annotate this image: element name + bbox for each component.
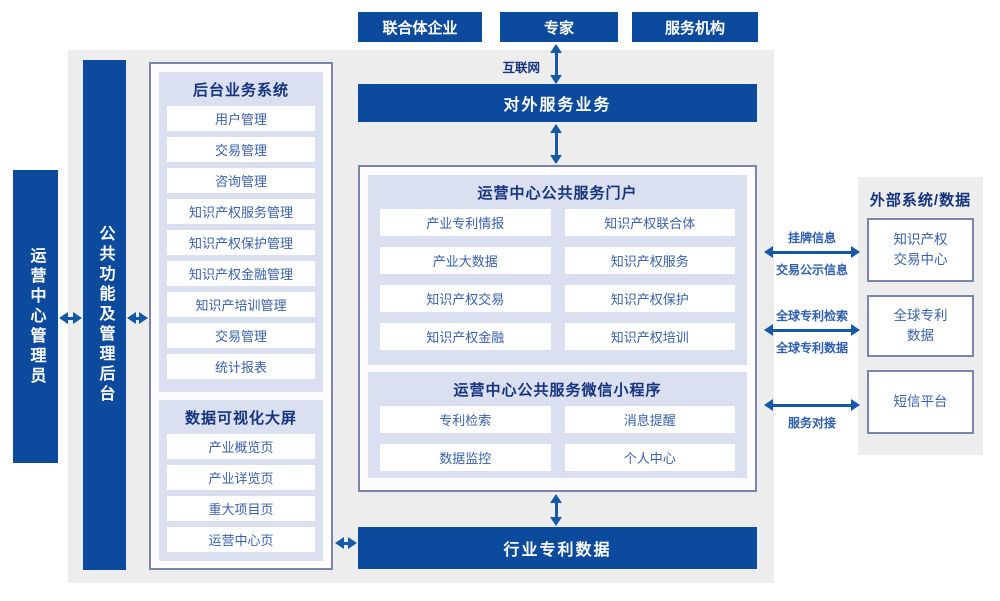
industry-patent-data-bar: 行业专利数据 (358, 527, 757, 569)
portal-item: 知识产权金融 (380, 323, 551, 350)
portal-section: 运营中心公共服务门户 产业专利情报 知识产权联合体 产业大数据 知识产权服务 知… (368, 175, 747, 365)
link-label-service-docking: 服务对接 (787, 416, 836, 430)
dashboard-item: 运营中心页 (167, 527, 315, 552)
admin-bar: 运营中心管理员 (13, 170, 58, 463)
sms-platform-arrow (764, 399, 860, 411)
portal-item: 知识产权交易 (380, 285, 551, 312)
internet-label: 互联网 (502, 61, 540, 75)
miniprogram-item: 消息提醒 (564, 406, 735, 433)
dashboard-item: 产业概览页 (167, 434, 315, 459)
link-label-transaction-publicity: 交易公示信息 (775, 263, 848, 277)
portal-title: 运营中心公共服务门户 (477, 185, 638, 202)
dashboard-section: 数据可视化大屏 产业概览页 产业详览页 重大项目页 运营中心页 (159, 400, 323, 561)
backend-system-section: 后台业务系统 用户管理 交易管理 咨询管理 知识产权服务管理 知识产权保护管理 … (159, 72, 323, 392)
dashboard-list: 产业概览页 产业详览页 重大项目页 运营中心页 (159, 434, 323, 552)
backend-item: 用户管理 (167, 106, 315, 131)
external-box-global-patent-data: 全球专利 数据 (867, 295, 974, 357)
portal-item: 产业专利情报 (380, 209, 551, 236)
actor-box-experts: 专家 (500, 12, 618, 42)
miniprogram-section: 运营中心公共服务微信小程序 专利检索 消息提醒 数据监控 个人中心 (368, 372, 747, 478)
backend-item: 知识产权金融管理 (167, 261, 315, 286)
miniprogram-item: 数据监控 (380, 444, 551, 471)
external-service-bar: 对外服务业务 (358, 84, 757, 122)
backend-item: 交易管理 (167, 323, 315, 348)
dashboard-item: 重大项目页 (167, 496, 315, 521)
link-label-global-patent-data: 全球专利数据 (775, 341, 848, 355)
link-label-global-patent-search: 全球专利检索 (775, 309, 848, 323)
backend-system-title: 后台业务系统 (192, 82, 289, 99)
actor-box-consortium: 联合体企业 (358, 12, 482, 42)
portal-item: 知识产权联合体 (564, 209, 735, 236)
backend-item: 知识产权服务管理 (167, 199, 315, 224)
backend-leftpanel-arrow (127, 312, 148, 324)
miniprogram-title: 运营中心公共服务微信小程序 (453, 382, 662, 399)
portal-item: 知识产权保护 (564, 285, 735, 312)
miniprogram-item: 个人中心 (564, 444, 735, 471)
link-label-listing-info: 挂牌信息 (787, 231, 836, 245)
admin-backend-arrow (59, 312, 82, 324)
internet-arrow (550, 44, 562, 84)
portal-item: 产业大数据 (380, 247, 551, 274)
actor-box-service-orgs: 服务机构 (632, 12, 758, 42)
external-box-ip-trading-center: 知识产权 交易中心 (867, 218, 974, 282)
dashboard-item: 产业详览页 (167, 465, 315, 490)
backend-system-list: 用户管理 交易管理 咨询管理 知识产权服务管理 知识产权保护管理 知识产权金融管… (159, 106, 323, 379)
ip-trading-arrow (764, 246, 860, 258)
dashboard-title: 数据可视化大屏 (184, 410, 297, 427)
external-systems-title: 外部系统/数据 (869, 192, 972, 209)
backend-item: 交易管理 (167, 137, 315, 162)
miniprogram-grid: 专利检索 消息提醒 数据监控 个人中心 (368, 406, 747, 471)
portal-item: 知识产权服务 (564, 247, 735, 274)
portal-industry-arrow (550, 494, 562, 526)
portal-grid: 产业专利情报 知识产权联合体 产业大数据 知识产权服务 知识产权交易 知识产权保… (368, 209, 747, 350)
dashboard-industry-arrow (335, 537, 357, 549)
backend-item: 统计报表 (167, 354, 315, 379)
miniprogram-item: 专利检索 (380, 406, 551, 433)
global-patent-arrow (764, 324, 860, 336)
backend-item: 知识产培训管理 (167, 292, 315, 317)
backend-item: 咨询管理 (167, 168, 315, 193)
backend-item: 知识产权保护管理 (167, 230, 315, 255)
portal-item: 知识产权培训 (564, 323, 735, 350)
service-portal-arrow (550, 124, 562, 164)
backend-functions-bar: 公共功能及管理后台 (83, 60, 126, 570)
external-box-sms-platform: 短信平台 (867, 370, 974, 434)
